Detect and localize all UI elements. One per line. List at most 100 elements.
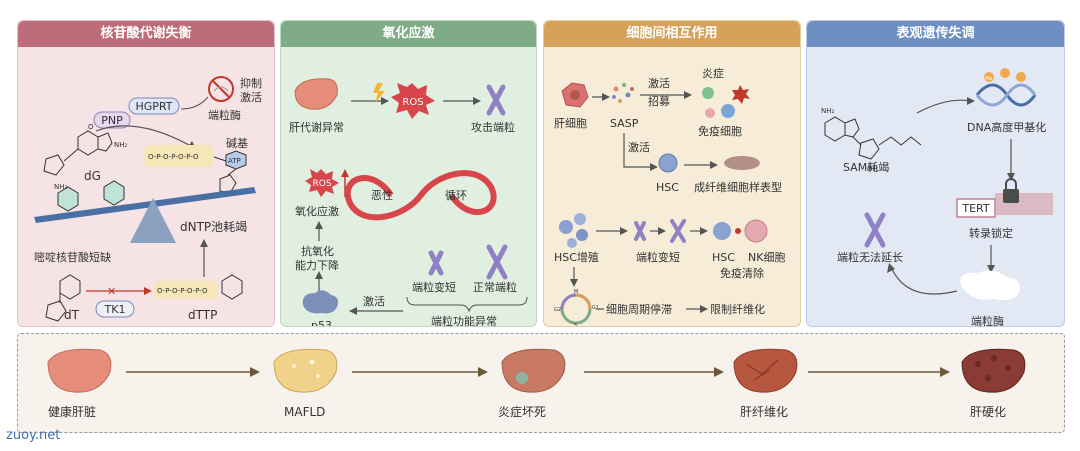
inflammation-icon — [732, 85, 750, 104]
phase-g2: G2 — [554, 307, 561, 313]
hgprt-badge — [128, 97, 180, 115]
stage-label: 炎症坏死 — [498, 404, 546, 419]
tk1-badge — [95, 300, 135, 318]
hyper-label: DNA高度甲基化 — [967, 120, 1046, 134]
panel-nucleotide-metabolism: 核苷酸代谢失衡 HGPRT PNP 抑制 激活 端粒酶 O NH₂ dG O-P… — [17, 20, 275, 327]
svg-text:NH₂: NH₂ — [114, 141, 128, 149]
stage-label: 肝硬化 — [970, 405, 1006, 419]
cirrhotic-liver-icon — [961, 348, 1026, 393]
nucleotide-diagram: HGPRT PNP 抑制 激活 端粒酶 O NH₂ dG O-P-O-P-O-P… — [34, 76, 262, 322]
chromosome-icon — [864, 212, 886, 248]
chromosome-icon — [486, 84, 506, 116]
phase-m: M — [574, 289, 578, 295]
panel-epigenetic: 表观遗传失调 NH₂ OH SAM耗竭 Me DNA高度甲基化 TERT 转 — [806, 20, 1065, 327]
chromosome-short-icon — [634, 221, 646, 241]
dg-label: dG — [84, 169, 101, 183]
disease-progression: 健康肝脏 MAFLD 炎症坏死 肝纤维化 肝硬化 — [17, 333, 1065, 433]
svg-text:O: O — [88, 123, 94, 131]
panel-title: 核苷酸代谢失衡 — [18, 21, 274, 47]
sasp-particles — [612, 83, 634, 103]
cycle-label: 循环 — [445, 189, 467, 202]
fibrotic-liver-icon — [733, 348, 798, 393]
fibro-label: 成纤维细胞样表型 — [694, 180, 782, 194]
ros-label-2: ROS — [312, 179, 331, 189]
svg-text:O-P-O-P-O-P-O: O-P-O-P-O-P-O — [157, 287, 208, 295]
atp-label: ATP — [228, 157, 241, 165]
tert-label: TERT — [961, 202, 990, 215]
ros-burst-small — [305, 169, 339, 197]
attack-label: 攻击端粒 — [471, 120, 515, 134]
dt-molecule — [45, 274, 81, 322]
inflammation-label: 炎症 — [702, 66, 724, 80]
hsc-cell-icon-2 — [713, 222, 731, 240]
dttp-label: dTTP — [188, 308, 217, 322]
immune-cell-icon-2 — [721, 104, 735, 118]
stage-label: 健康肝脏 — [48, 404, 96, 419]
panel-oxidative-stress: 氧化应激 肝代谢异常 ROS 攻击端粒 ROS 氧化应激 抗氧化 能力下降 — [280, 20, 537, 327]
lightning-icon — [373, 83, 385, 103]
pyrimidine-molecules — [57, 180, 125, 212]
telomerase-label: 端粒酶 — [971, 314, 1004, 326]
epigenetic-diagram: NH₂ OH SAM耗竭 Me DNA高度甲基化 TERT 转录锁定 端粒酶 — [821, 68, 1053, 326]
sam-label: SAM耗竭 — [843, 161, 889, 174]
telomerase-label: 端粒酶 — [208, 108, 241, 122]
pnp-badge — [93, 111, 131, 129]
hsc-prolif-label: HSC增殖 — [554, 250, 599, 264]
hsc-label: HSC — [656, 181, 679, 194]
tel-short-label: 端粒变短 — [412, 280, 456, 294]
hsc-cell-icon — [658, 153, 678, 173]
activate-label-2: 激活 — [628, 140, 650, 154]
p53-label: p53 — [311, 319, 332, 326]
activate-label: 激活 — [240, 90, 262, 104]
panel-title: 细胞间相互作用 — [544, 21, 800, 47]
sasp-label: SASP — [610, 117, 639, 130]
nk-label: NK细胞 — [748, 251, 785, 264]
antiox-label-2: 能力下降 — [295, 258, 339, 272]
chromosome-shorter-icon — [670, 219, 686, 243]
dntp-label: dNTP池耗竭 — [180, 220, 247, 234]
tel-short-label: 端粒变短 — [636, 250, 680, 264]
activate-label: 激活 — [648, 76, 670, 90]
hgprt-label: HGPRT — [136, 100, 173, 113]
stage-label: 肝纤维化 — [740, 405, 788, 419]
watermark: zuoy.net — [6, 428, 61, 443]
inhibit-label: 抑制 — [240, 76, 262, 90]
cannot-label: 端粒无法延长 — [837, 250, 903, 264]
sam-molecule — [824, 116, 922, 160]
p53-protein — [302, 290, 339, 314]
panel-cell-interaction: 细胞间相互作用 肝细胞 SASP 激活 招募 炎症 免疫细胞 激活 HSC — [543, 20, 801, 327]
activate-label: 激活 — [363, 294, 385, 308]
dg-molecule — [43, 130, 113, 176]
base-label: 碱基 — [226, 137, 248, 150]
hsc-cluster-icon — [559, 213, 588, 248]
nk-cell-icon — [744, 219, 768, 243]
ros-label: ROS — [402, 97, 423, 108]
tel-dysfunction-label: 端粒功能异常 — [431, 314, 497, 326]
hepatocyte-label: 肝细胞 — [554, 117, 587, 130]
ros-burst — [391, 83, 435, 119]
vicious-label: 恶性 — [371, 188, 393, 202]
infinity-loop — [344, 170, 497, 221]
nh2-label: NH₂ — [821, 107, 835, 115]
svg-text:O-P-O-P-O-P-O: O-P-O-P-O-P-O — [148, 153, 199, 161]
tel-normal-label: 正常端粒 — [473, 280, 517, 294]
healthy-liver-icon — [47, 348, 112, 393]
phase-s: S — [574, 323, 577, 326]
recruit-label: 招募 — [648, 94, 670, 108]
interaction-diagram: 肝细胞 SASP 激活 招募 炎症 免疫细胞 激活 HSC 成纤维细胞样表型 — [554, 66, 785, 326]
normal-chromosome-icon — [486, 244, 508, 280]
hsc-label-2: HSC — [712, 251, 735, 264]
panel-title: 氧化应激 — [281, 21, 536, 47]
immune-cell-icon — [702, 87, 714, 99]
seesaw-bar — [34, 187, 256, 223]
inhibit-icon — [208, 76, 234, 102]
panel-title: 表观遗传失调 — [807, 21, 1064, 47]
fibroblast-icon — [724, 156, 760, 170]
blocked-icon: ✕ — [107, 285, 116, 298]
seesaw-pivot — [130, 198, 176, 243]
stage-label: MAFLD — [284, 405, 325, 419]
dt-label: dT — [64, 308, 80, 322]
inflamed-liver-icon — [501, 348, 566, 393]
telomerase-blob — [960, 270, 1020, 301]
dna-helix-icon — [975, 68, 1037, 107]
